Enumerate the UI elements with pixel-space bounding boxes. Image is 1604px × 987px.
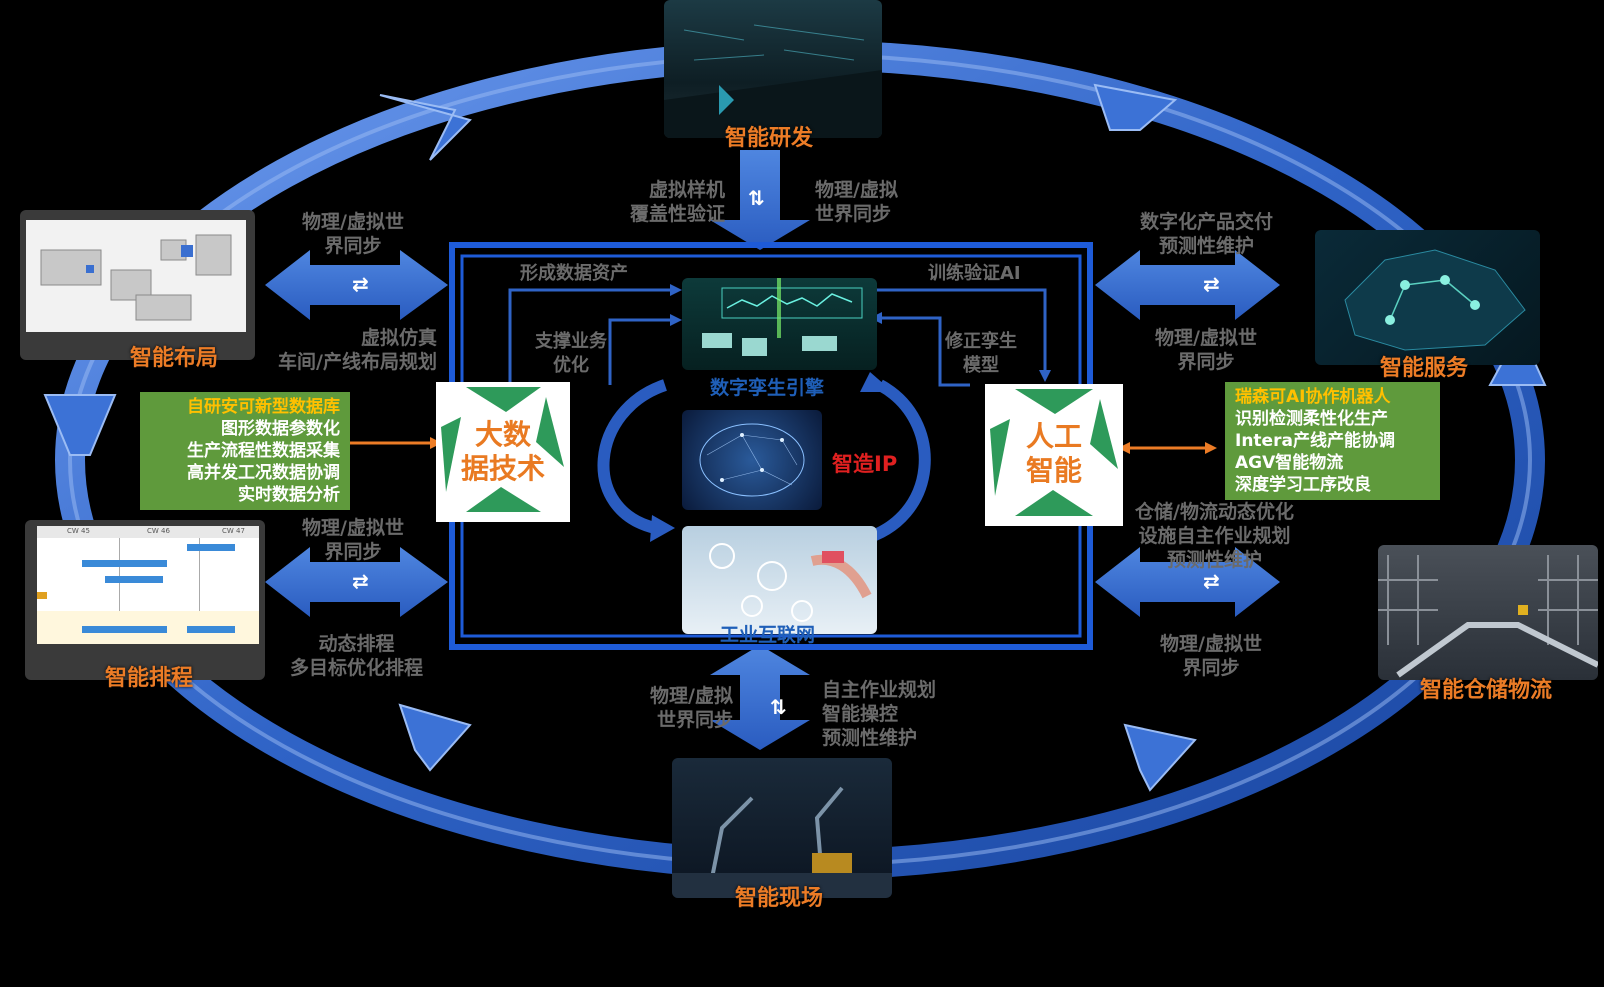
swap-icon-bottom: ⇅ — [770, 695, 787, 719]
label-train-ai: 训练验证AI — [928, 263, 1021, 284]
label-support: 支撑业务优化 — [535, 331, 607, 376]
swap-icon-lb: ⇄ — [352, 569, 369, 593]
gantt-week-3: CW 47 — [222, 527, 245, 535]
right-feature-1: 识别检测柔性化生产 — [1235, 409, 1388, 429]
layout-image — [20, 210, 255, 360]
left-feature-1: 图形数据参数化 — [221, 419, 340, 439]
node-warehouse-title: 智能仓储物流 — [1420, 678, 1553, 703]
right-feature-4: 深度学习工序改良 — [1235, 475, 1371, 495]
node-service-title: 智能服务 — [1380, 356, 1469, 381]
swap-icon-rb: ⇄ — [1203, 569, 1220, 593]
ai-card: 人工智能 — [985, 384, 1123, 526]
bigdata-card: 大数据技术 — [436, 382, 570, 522]
label-bottom-left: 物理/虚拟世界同步 — [650, 685, 733, 731]
label-lb-below: 动态排程多目标优化排程 — [290, 633, 424, 679]
warehouse-image — [1378, 545, 1598, 680]
label-rt-above: 数字化产品交付预测性维护 — [1140, 211, 1274, 257]
rd-image — [664, 0, 882, 138]
ai-text: 人工智能 — [1025, 420, 1082, 487]
swap-icon-rt: ⇄ — [1203, 272, 1220, 296]
left-feature-4: 实时数据分析 — [238, 485, 340, 505]
right-feature-2: Intera产线产能协调 — [1235, 431, 1395, 451]
label-fix-model: 修正孪生模型 — [945, 331, 1017, 376]
node-layout-title: 智能布局 — [130, 346, 219, 371]
left-feature-3: 高并发工况数据协调 — [187, 463, 340, 483]
label-rt-below: 物理/虚拟世界同步 — [1155, 327, 1257, 373]
schedule-image: CW 45 CW 46 CW 47 — [25, 520, 265, 680]
label-lb-above: 物理/虚拟世界同步 — [302, 517, 404, 563]
gantt-week-2: CW 46 — [147, 527, 170, 535]
iot-image — [682, 526, 877, 634]
label-top-right: 物理/虚拟世界同步 — [815, 179, 898, 225]
label-rb-above: 仓储/物流动态优化设施自主作业规划预测性维护 — [1135, 501, 1294, 571]
bigdata-text: 大数据技术 — [460, 418, 545, 485]
right-feature-box: 瑞森可AI协作机器人 识别检测柔性化生产 Intera产线产能协调 AGV智能物… — [1225, 382, 1440, 500]
engine-title: 数字孪生引擎 — [710, 377, 825, 399]
service-image — [1315, 230, 1540, 365]
node-schedule-title: 智能排程 — [105, 666, 194, 691]
label-form-assets: 形成数据资产 — [520, 263, 628, 284]
left-feature-2: 生产流程性数据采集 — [187, 441, 340, 461]
engine-image — [682, 278, 877, 370]
label-top-left: 虚拟样机覆盖性验证 — [630, 179, 726, 225]
right-feature-3: AGV智能物流 — [1235, 453, 1344, 473]
label-bottom-right: 自主作业规划智能操控预测性维护 — [822, 679, 937, 749]
gantt-week-1: CW 45 — [67, 527, 90, 535]
swap-icon-top: ⇅ — [748, 186, 765, 210]
iot-title: 工业互联网 — [720, 624, 816, 646]
left-feature-box: 自研安可新型数据库 图形数据参数化 生产流程性数据采集 高并发工况数据协调 实时… — [140, 392, 350, 510]
field-image — [672, 758, 892, 898]
node-field-title: 智能现场 — [735, 886, 824, 911]
label-lt-above: 物理/虚拟世界同步 — [302, 211, 404, 257]
left-feature-0: 自研安可新型数据库 — [187, 397, 340, 417]
label-rb-below: 物理/虚拟世界同步 — [1160, 633, 1262, 679]
label-lt-below: 虚拟仿真车间/产线布局规划 — [278, 327, 437, 373]
swap-icon-lt: ⇄ — [352, 272, 369, 296]
ip-title: 智造IP — [832, 452, 898, 476]
ip-image — [682, 410, 822, 510]
node-rd-title: 智能研发 — [725, 126, 814, 151]
right-feature-0: 瑞森可AI协作机器人 — [1235, 387, 1391, 407]
